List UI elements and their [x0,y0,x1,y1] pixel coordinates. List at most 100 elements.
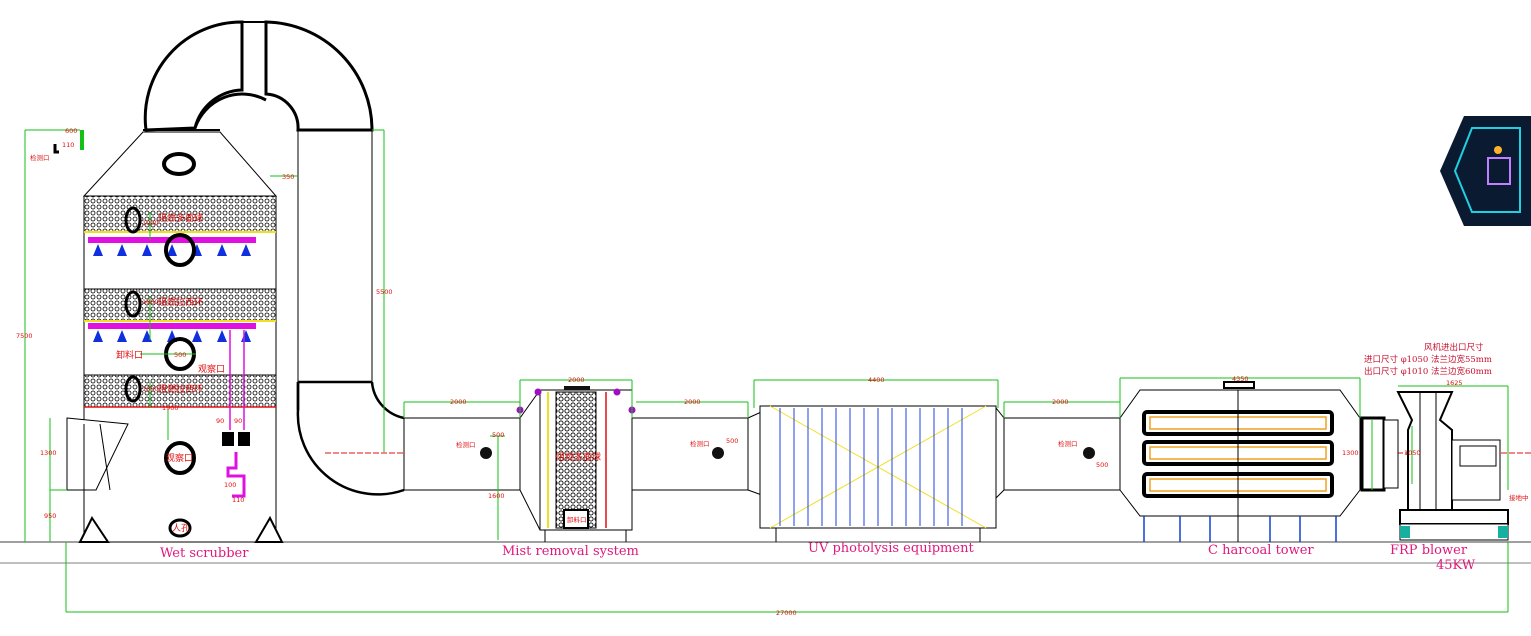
filler-port-2 [124,290,142,318]
dim-duct-2: 2000 [684,398,701,406]
dim-layer-2: 1000 [142,298,159,306]
filler-port-1 [124,206,142,234]
observation-window-1 [164,233,196,267]
dim-duct-3: 2000 [1052,398,1069,406]
duct-segment-2 [631,417,749,491]
cn-observation-1: 观察口 [198,363,225,375]
brand-badge-icon [1440,116,1531,226]
wet-scrubber [53,20,374,543]
dim-pump-c: 100 [224,481,236,489]
spray-nozzle-icon [217,330,227,342]
packing-layer-1 [83,195,277,233]
spray-nozzle-icon [217,244,227,256]
blower-note-title: 风机进出口尺寸 [1424,342,1484,353]
blower-note-outlet: 出口尺寸 φ1010 法兰边宽60mm [1364,366,1492,377]
scrubber-cone [82,131,278,197]
pump-1 [222,432,234,446]
duct-segment-1 [403,417,521,491]
spray-nozzle-icon [93,244,103,256]
blower-note-inlet: 进口尺寸 φ1050 法兰边宽55mm [1364,354,1492,365]
dim-scrubber-outlet-width: 600 [65,127,77,135]
test-port-1 [480,447,492,459]
return-elbow [264,20,374,132]
label-blower-power: 45KW [1436,558,1476,573]
spray-nozzle-icon [117,244,127,256]
filler-port-3 [124,375,142,403]
cn-filler-top: 阻燃多面球 [158,212,203,224]
label-frp-blower: FRP blower [1390,543,1468,558]
observation-window-3 [164,441,196,475]
dim-duct-offset: 350 [282,173,294,181]
cn-mist-filler: 阻燃多面球 [556,451,601,463]
pump-2 [238,432,250,446]
dim-base-height: 950 [44,512,56,520]
mist-discharge-port [563,509,589,529]
cn-test-port: 检测口 [30,153,50,162]
drain-pipe [226,452,246,498]
spray-header-2 [88,323,256,329]
duct-segment-3 [1003,417,1121,491]
dim-riser-height: 5500 [376,288,393,296]
cn-test-port-3: 检测口 [1058,439,1078,448]
dim-mist-dim: 1600 [488,492,505,500]
label-wet-scrubber: Wet scrubber [160,546,249,561]
dim-pump-a: 90 [216,417,224,425]
cn-manhole: 人孔 [172,523,190,534]
dim-duct-height-1: 500 [492,431,504,439]
uv-photolysis-equipment [747,405,1005,542]
spray-nozzle-icon [142,244,152,256]
cn-mist-discharge: 卸料口 [567,515,587,524]
cn-test-port-2: 检测口 [690,439,710,448]
dim-blower-flange: 1050 [1404,449,1421,457]
label-uv-photolysis: UV photolysis equipment [808,541,974,556]
spray-nozzle-icon [167,244,177,256]
cn-ground-note: 接地中 [1509,493,1529,502]
dim-uv-width: 4400 [868,376,885,384]
mist-removal-system [516,386,636,542]
riser-duct [296,130,405,496]
dimension-lines [24,129,1509,613]
dim-window: 1900 [162,404,179,412]
dim-total-length: 27000 [776,609,797,617]
spray-nozzle-icon [93,330,103,342]
dim-scrubber-outlet-pipe: 110 [62,141,74,149]
cn-observation-2: 观察口 [166,452,193,464]
spray-nozzle-icon [117,330,127,342]
label-charcoal-tower: C harcoal tower [1208,543,1314,558]
dim-ring: 500 [174,351,186,359]
frp-blower [1360,391,1509,541]
dim-pump-b: 90 [234,417,242,425]
dim-duct-height-3: 500 [1096,461,1108,469]
dim-layer-1: 1000 [142,219,159,227]
scrubber-top-elbow [143,20,244,132]
test-port-2 [712,447,724,459]
cn-filler-middle: 阻燃拉西环 [158,296,203,308]
dim-duct-1: 2000 [450,398,467,406]
dim-duct-height-2: 500 [726,437,738,445]
dim-inlet-height: 1300 [40,449,57,457]
spray-nozzle-icon [241,244,251,256]
cn-filler-bottom: 阻燃拉西环 [158,383,203,395]
leg-right [254,515,284,543]
label-mist-removal: Mist removal system [502,544,639,559]
dim-pump-d: 110 [232,496,244,504]
spray-nozzle-icon [192,330,202,342]
dim-charcoal-flange: 1300 [1342,449,1359,457]
leg-left [78,516,110,543]
packing-layer-2 [83,288,277,322]
bottom-manhole [168,518,192,538]
top-manhole [162,152,196,176]
dim-blower-width: 1625 [1446,379,1463,387]
cn-discharge: 卸料口 [116,349,143,361]
dim-mist-width: 2000 [568,376,585,384]
mist-filter-bed [555,391,597,529]
charcoal-tower [1119,381,1361,542]
inlet-hood [66,417,129,491]
cn-test-port-1: 检测口 [456,440,476,449]
dim-layer-3: 1000 [142,385,159,393]
outlet-pipe [53,144,59,154]
dim-charcoal-width: 4350 [1232,375,1249,383]
dim-scrubber-height: 7500 [16,332,33,340]
test-port-3 [1083,447,1095,459]
